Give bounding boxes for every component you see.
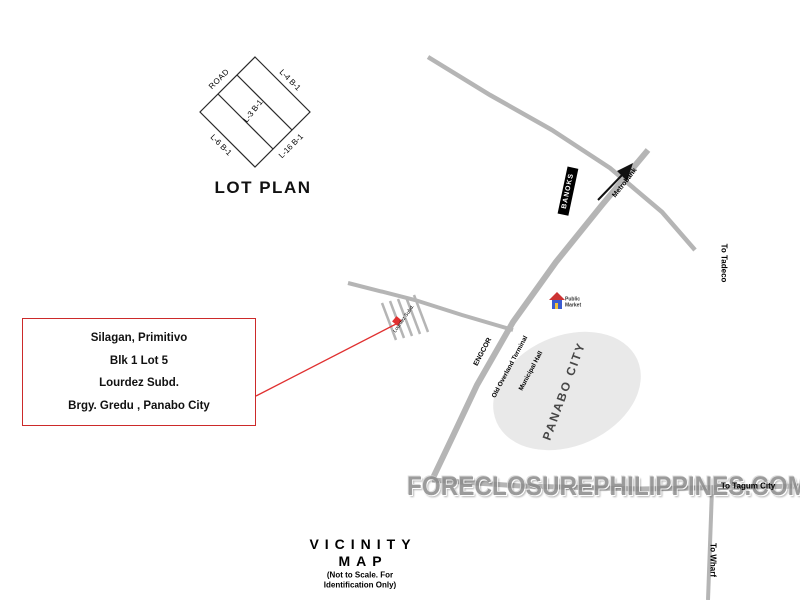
vicinity-map-title-line1: VICINITY <box>309 536 417 552</box>
property-block-lot: Blk 1 Lot 5 <box>109 354 169 367</box>
national-highway-road <box>429 148 651 482</box>
tagum-city-road <box>431 477 800 492</box>
vicinity-map-title-line2: MAP <box>338 553 388 569</box>
property-info-box: Silagan, Primitivo Blk 1 Lot 5 Lourdez S… <box>22 318 256 426</box>
map-note-line1: (Not to Scale. For <box>326 570 394 580</box>
map-note-line2: Identification Only) <box>323 580 397 590</box>
to-tagum-city-label: To Tagum City <box>720 481 776 491</box>
lot-plan-diagram <box>199 56 311 168</box>
wharf-road <box>706 488 714 600</box>
direction-arrow-icon <box>597 163 633 201</box>
public-market-icon <box>549 292 565 309</box>
lot-division-line-2 <box>217 93 274 150</box>
tadeco-road <box>426 55 697 252</box>
lot-plan-boundary <box>199 56 311 168</box>
property-pointer-line <box>255 322 399 397</box>
property-subdivision: Lourdez Subd. <box>99 377 179 390</box>
to-wharf-label: To Wharf <box>708 542 718 578</box>
panabo-city-area <box>493 331 641 451</box>
watermark-text: FORECLOSUREPHILIPPINES.COM <box>407 471 800 501</box>
to-tadeco-label: To Tadeco <box>719 243 729 283</box>
property-location-marker <box>392 316 402 326</box>
lot-division-line-1 <box>236 74 293 131</box>
lot-plan-title: LOT PLAN <box>214 178 312 197</box>
property-barangay: Brgy. Gredu , Panabo City <box>68 399 210 412</box>
property-owner: Silagan, Primitivo <box>90 332 188 345</box>
subdivision-access-road <box>347 281 514 332</box>
public-market-label: Public Market <box>565 296 582 308</box>
